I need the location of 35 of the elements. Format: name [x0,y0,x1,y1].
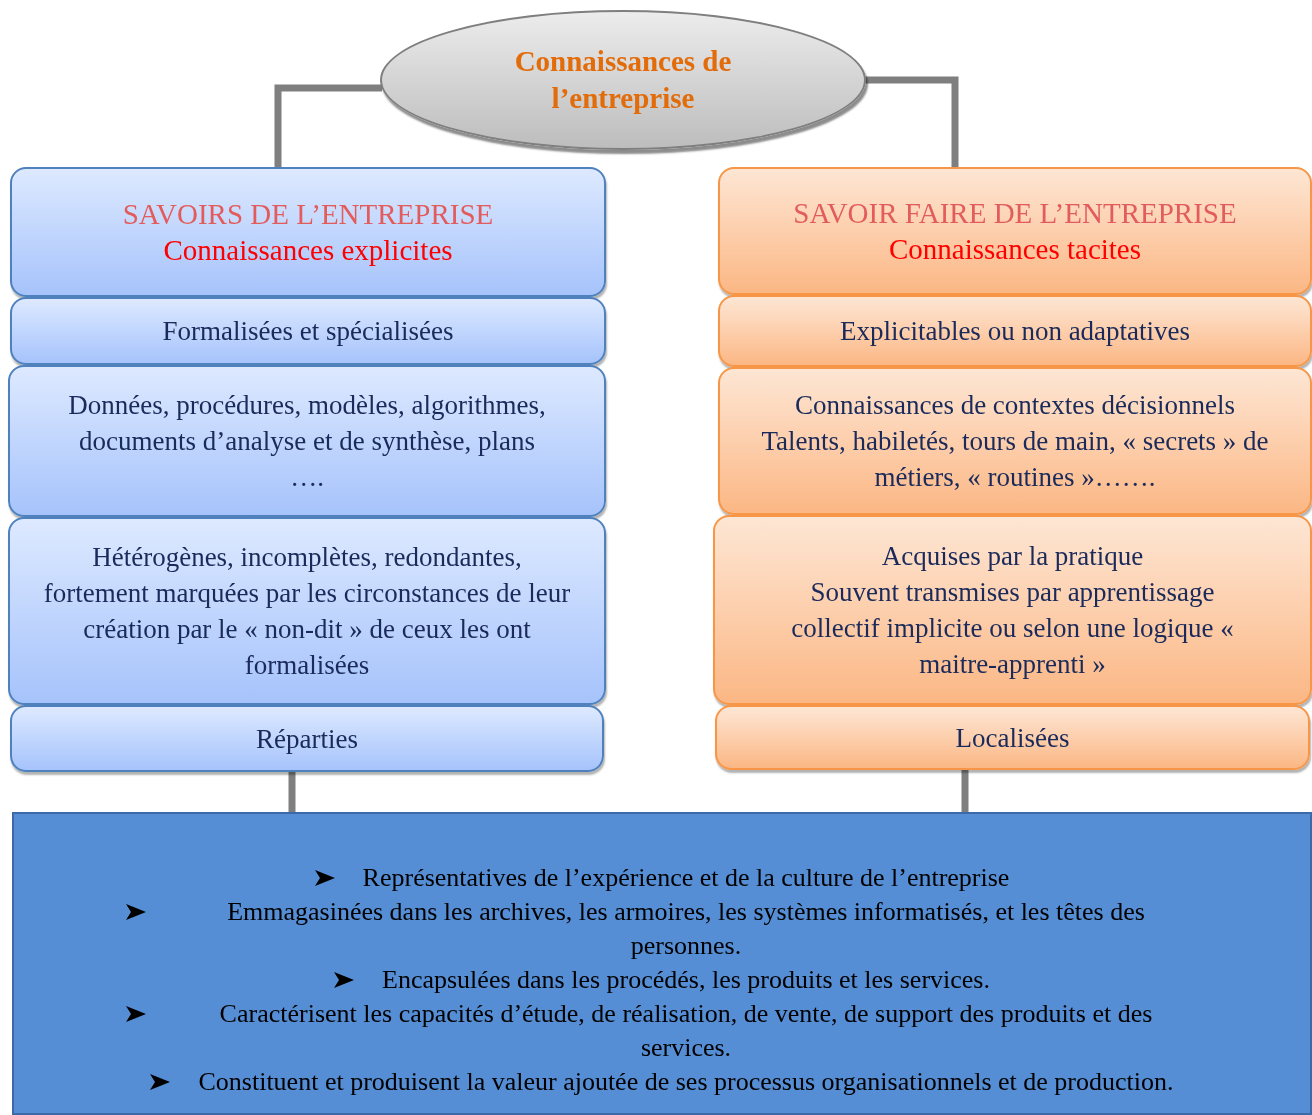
bullet-text: Représentatives de l’expérience et de la culture de l’entreprise [362,861,1010,894]
attribute-box [8,517,606,705]
category-box [718,167,1312,295]
heading-text: SAVOIRS DE L’ENTREPRISE [122,197,494,232]
bullet-text: Caractérisent les capacités d’étude, de réalisation, de vente, de support des produits et des services. [218,997,1154,1064]
description-text: Explicitables ou non adaptatives [839,315,1191,348]
title-text: Connaissances de l’entreprise [513,44,733,116]
attribute-box [10,705,604,772]
heading-text: SAVOIR FAIRE DE L’ENTREPRISE [793,196,1237,231]
attribute-box [713,515,1312,705]
bullet-text: Emmagasinées dans les archives, les armoires, les systèmes informatisés, et les têtes des personnes. [226,895,1146,962]
attribute-box [715,705,1310,770]
category-box [10,167,606,297]
description-text: Localisées [955,721,1070,755]
bullet-text: Encapsulées dans les procédés, les produits et les services. [382,963,990,996]
connector-line [961,770,969,812]
subheading-text: Connaissances explicites [163,233,453,268]
description-text: Souvent transmises par apprentissage collectif implicite ou selon une logique « maitre-apprenti » [790,576,1235,681]
attribute-box [718,295,1312,367]
description-text: Données, procédures, modèles, algorithmes, documents d’analyse et de synthèse, plans …. [67,389,547,494]
description-text: Acquises par la pratique [881,540,1144,573]
connector-line [288,772,296,812]
connector-line [864,76,959,167]
subheading-text: Connaissances tacites [888,232,1142,267]
description-text: Hétérogènes, incomplètes, redondantes, fortement marquées par les circonstances de leur création par le « non-dit » de ceux les ont formalisées [42,541,572,682]
attribute-box [718,367,1312,515]
description-text: Formalisées et spécialisées [162,315,454,348]
description-text: Connaissances de contextes décisionnels [794,389,1236,422]
description-text: Talents, habiletés, tours de main, « secrets » de métiers, « routines »……. [760,425,1270,494]
description-text: Réparties [256,722,358,756]
attribute-box [8,365,606,517]
summary-panel [12,812,1312,1115]
bullet-text: Constituent et produisent la valeur ajoutée de ses processus organisationnels et de production. [198,1065,1174,1098]
connector-line [274,84,382,167]
attribute-box [10,297,606,365]
